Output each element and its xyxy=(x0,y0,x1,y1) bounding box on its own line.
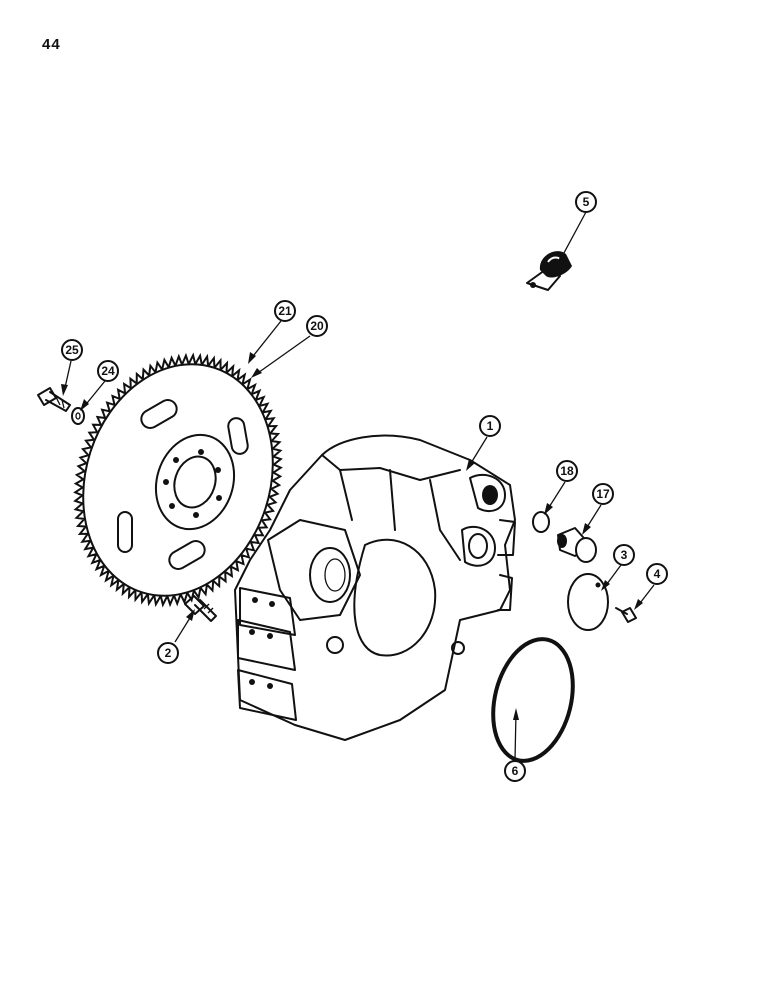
callout-2: 2 xyxy=(157,642,179,664)
callout-24: 24 xyxy=(97,360,119,382)
callout-label: 5 xyxy=(583,195,590,209)
callout-label: 17 xyxy=(596,487,610,501)
callout-label: 18 xyxy=(560,464,574,478)
snap-ring xyxy=(532,511,550,533)
plug xyxy=(557,527,597,563)
callout-25: 25 xyxy=(61,339,83,361)
clip-part xyxy=(526,251,572,291)
callout-5: 5 xyxy=(575,191,597,213)
cover-plate xyxy=(567,573,609,631)
callout-label: 4 xyxy=(654,567,661,581)
cover-screw xyxy=(615,607,637,623)
callout-20: 20 xyxy=(306,315,328,337)
callout-4: 4 xyxy=(646,563,668,585)
page-number: 44 xyxy=(42,36,61,53)
housing-bolt xyxy=(184,595,217,622)
callout-3: 3 xyxy=(613,544,635,566)
callout-18: 18 xyxy=(556,460,578,482)
callout-label: 24 xyxy=(101,364,115,378)
callout-label: 6 xyxy=(512,764,519,778)
flywheel-housing xyxy=(234,434,516,741)
flywheel-ring-gear xyxy=(73,352,283,608)
callout-1: 1 xyxy=(479,415,501,437)
callout-21: 21 xyxy=(274,300,296,322)
callout-label: 20 xyxy=(310,319,324,333)
o-ring xyxy=(491,637,575,763)
callout-label: 3 xyxy=(621,548,628,562)
leader-lines xyxy=(61,211,655,761)
washer xyxy=(71,407,85,425)
callout-label: 1 xyxy=(487,419,494,433)
callout-label: 25 xyxy=(65,343,79,357)
callout-17: 17 xyxy=(592,483,614,505)
callout-label: 21 xyxy=(278,304,292,318)
callout-6: 6 xyxy=(504,760,526,782)
callout-label: 2 xyxy=(165,646,172,660)
flywheel-bolt xyxy=(37,387,71,412)
